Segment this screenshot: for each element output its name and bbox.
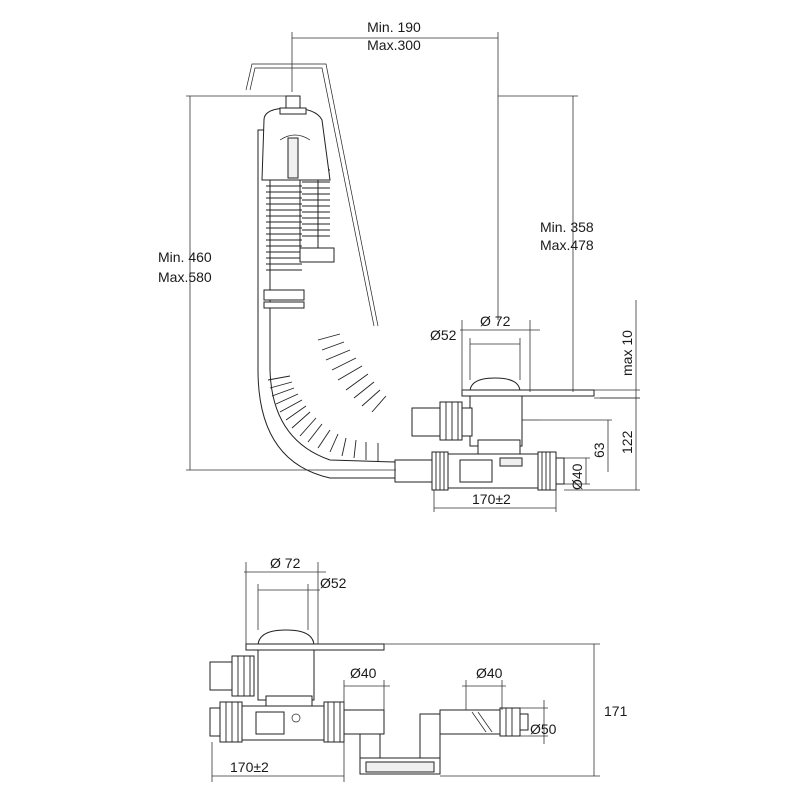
- dim-overflow-min-label: Min. 358: [540, 219, 594, 235]
- dim-width-min-label: Min. 190: [367, 19, 421, 35]
- dim-171-label: 171: [604, 703, 628, 719]
- dim-max10-label: max 10: [619, 330, 635, 376]
- overflow-head: [261, 95, 331, 181]
- waste-assembly-top: [394, 377, 595, 491]
- dimension-dia40-bottom-left: Ø40: [343, 665, 390, 710]
- siphon-trap: [343, 707, 529, 775]
- dim-122-label: 122: [619, 430, 635, 454]
- dim-dia50-label: Ø50: [530, 721, 557, 737]
- dimension-overflow-358: Min. 358 Max.478: [498, 95, 594, 392]
- dim-dia40-label: Ø40: [569, 463, 585, 490]
- dimension-max10: max 10: [594, 300, 640, 399]
- dimension-dia40-top: Ø40: [564, 457, 590, 490]
- waste-assembly-bottom: [209, 629, 385, 743]
- dimension-dia72-top: Ø 72: [460, 313, 540, 392]
- dim-dia40-right-label: Ø40: [476, 665, 503, 681]
- bath-rim-line: [245, 63, 379, 327]
- dim-63-label: 63: [591, 442, 607, 458]
- dimension-dia52-bottom: Ø52: [257, 575, 347, 630]
- dim-dia72-label: Ø 72: [480, 313, 511, 329]
- dimension-dia52-top: Ø52: [430, 327, 521, 380]
- dim-height-min-label: Min. 460: [158, 249, 212, 265]
- dimension-width-190: Min. 190 Max.300: [291, 19, 499, 320]
- dim-dia52-label: Ø52: [430, 327, 457, 343]
- dimension-height-460: Min. 460 Max.580: [158, 95, 396, 471]
- flexible-hose: [257, 129, 396, 479]
- plug-cap: [469, 377, 521, 393]
- dim-dia40-left-label: Ø40: [350, 665, 377, 681]
- dimension-171: 171: [384, 643, 628, 777]
- dim-170-bottom-label: 170±2: [230, 759, 269, 775]
- dimension-122: 122: [564, 397, 640, 491]
- hose-ribs: [266, 169, 387, 461]
- dim-width-max-label: Max.300: [367, 37, 421, 53]
- dim-overflow-max-label: Max.478: [540, 237, 594, 253]
- dimension-dia72-bottom: Ø 72: [244, 555, 326, 644]
- plug-cap-bottom: [257, 629, 315, 647]
- dim-170-label: 170±2: [472, 491, 511, 507]
- dimension-170-bottom: 170±2: [211, 742, 345, 782]
- dimension-63: 63: [540, 419, 612, 472]
- bottom-view: Ø 72 Ø52 Ø40 Ø40 Ø50: [209, 555, 628, 782]
- dim-dia72-bottom-label: Ø 72: [270, 555, 301, 571]
- dim-dia52-bottom-label: Ø52: [320, 575, 347, 591]
- dimension-170-top: 170±2: [433, 490, 557, 512]
- top-view: Min. 190 Max.300 Min. 460 Max.580 Min. 3…: [158, 19, 640, 512]
- dim-height-max-label: Max.580: [158, 269, 212, 285]
- dimension-dia40-bottom-right: Ø40: [462, 665, 506, 710]
- dimension-dia50: Ø50: [520, 700, 557, 744]
